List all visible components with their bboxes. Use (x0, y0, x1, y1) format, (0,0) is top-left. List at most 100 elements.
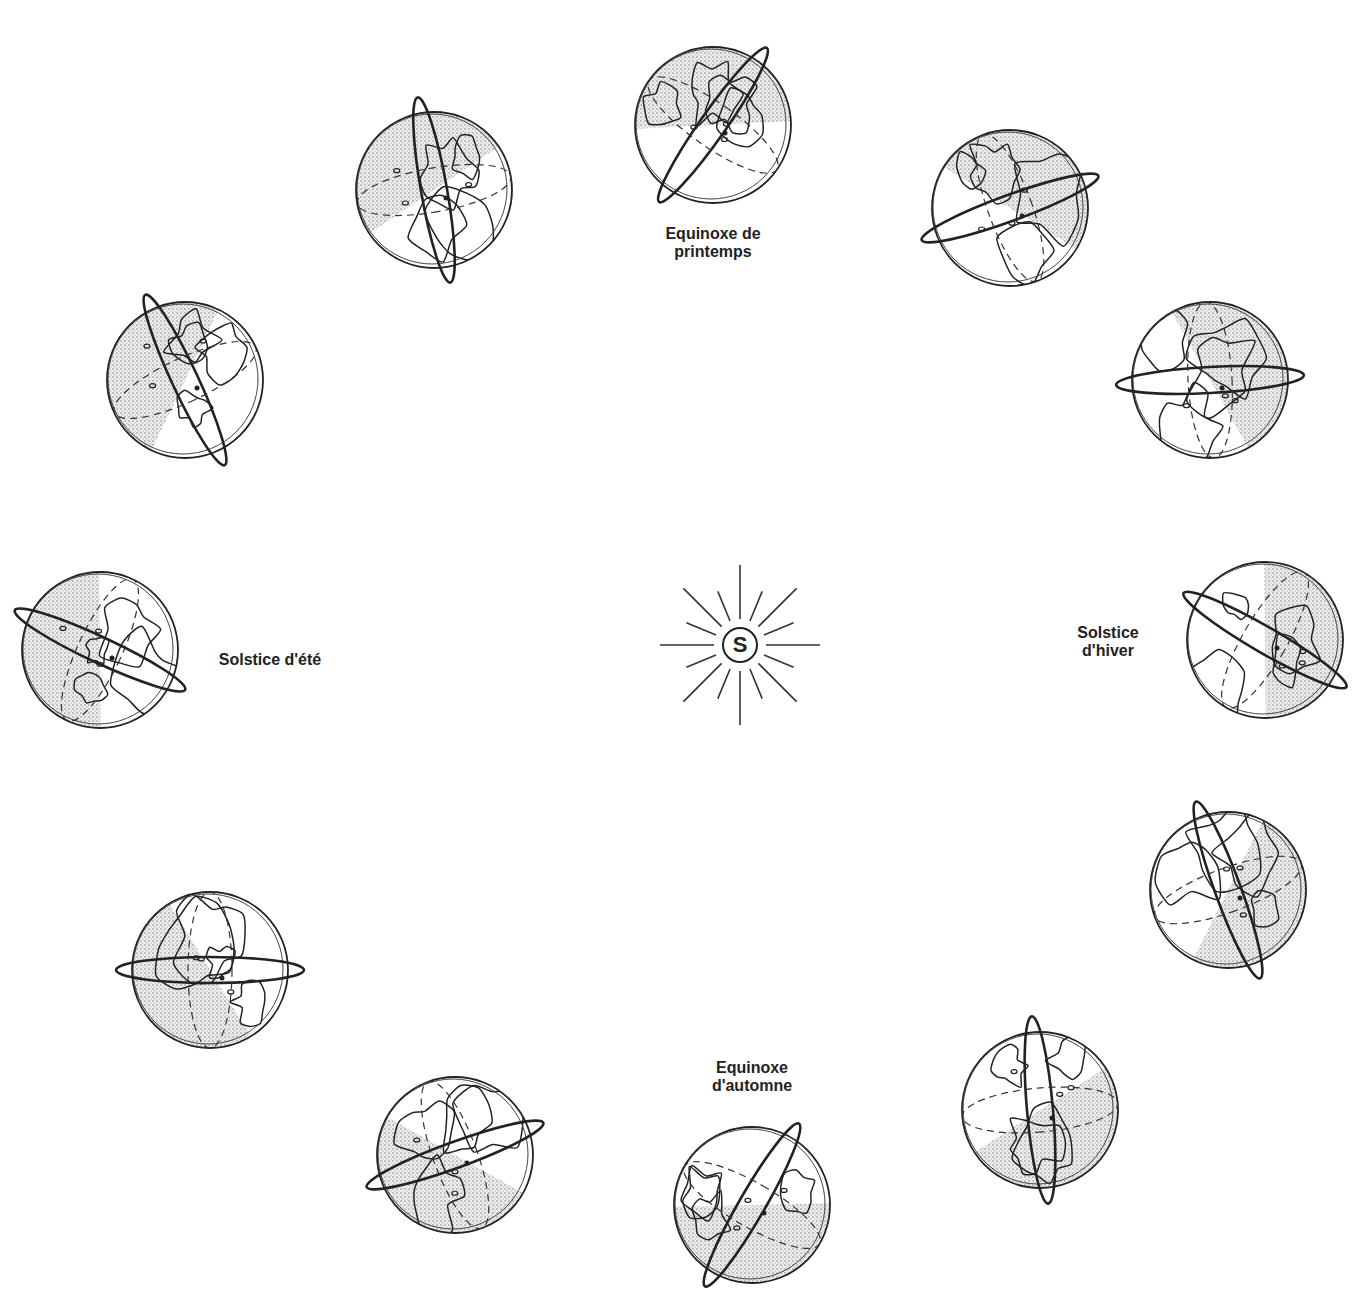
equator-ring (1115, 362, 1304, 398)
meridian-line (408, 1074, 503, 1236)
island (745, 1198, 751, 1202)
sun-ray (764, 623, 794, 635)
continent-outline (781, 1170, 815, 1214)
sun-ray (739, 565, 741, 619)
island (1240, 913, 1246, 917)
globe-outline (1151, 814, 1301, 964)
sun-ray (718, 591, 730, 621)
earth-globe (960, 1015, 1119, 1205)
earth-globe (1177, 561, 1353, 737)
continent-outline (1187, 337, 1255, 418)
island (721, 137, 727, 141)
island (1232, 399, 1238, 403)
continent-outline (195, 323, 247, 385)
sun-ray (660, 644, 714, 646)
sun-ray (750, 591, 762, 621)
continent-outline (1212, 806, 1279, 897)
island (734, 1226, 740, 1230)
continent-outline (173, 894, 245, 984)
continent-outline (970, 144, 1020, 204)
island (781, 1188, 787, 1192)
continent-outline (394, 1101, 455, 1159)
sun-ray (686, 655, 716, 667)
season-label: Solstice d'été (214, 651, 326, 669)
location-dot (1220, 386, 1225, 391)
continent-outline (681, 1165, 722, 1221)
meridian-line (1184, 301, 1236, 459)
sun-symbol: S (733, 634, 748, 656)
equator-ring (9, 598, 190, 701)
globe-outline (23, 574, 173, 724)
globe-outline (133, 894, 283, 1044)
globe-outline (674, 1127, 830, 1283)
night-shading (635, 47, 791, 129)
globe-outline (635, 47, 791, 203)
continent-outline (1251, 891, 1278, 927)
equator-ring (694, 1117, 811, 1293)
earth-globe (917, 127, 1103, 289)
globe-outline (107, 302, 263, 458)
globe-disc (932, 130, 1088, 286)
continent-outline (99, 598, 160, 667)
equator-ring (1177, 582, 1353, 699)
island (394, 169, 400, 173)
globe-outline (932, 130, 1088, 286)
earth-globe (353, 95, 514, 285)
globe-outline (378, 1079, 528, 1229)
globe-outline (636, 49, 786, 199)
night-shading (132, 904, 251, 1048)
island (1237, 866, 1243, 870)
globe-outline (132, 892, 288, 1048)
sun-rays (660, 565, 820, 725)
globe-disc (377, 1077, 533, 1233)
globe-disc (1150, 812, 1306, 968)
meridian-line (963, 127, 1058, 289)
globe-disc (1187, 562, 1343, 718)
globe-outline (108, 304, 258, 454)
sun-ray (766, 644, 820, 646)
continent-outline (991, 1044, 1028, 1087)
equator-ring (648, 41, 777, 210)
globe-outline (933, 132, 1083, 282)
globe-disc (1132, 302, 1288, 458)
equator-ring (917, 164, 1103, 253)
island (200, 339, 206, 343)
equator-ring (116, 957, 304, 983)
sun-ray (758, 663, 796, 701)
location-dot (1238, 896, 1243, 901)
continent-outline (453, 1086, 523, 1153)
globe-outline (1133, 304, 1283, 454)
continent-outline (1010, 1118, 1065, 1175)
island (144, 344, 150, 348)
location-dot (110, 656, 115, 661)
night-shading (1264, 562, 1343, 718)
globe-outline (675, 1129, 825, 1279)
meridian-line (636, 62, 789, 188)
earth-globe (105, 289, 265, 470)
globe-disc (107, 302, 263, 458)
sun-ray (739, 671, 741, 725)
continent-outline (206, 946, 235, 978)
sun-ray (758, 588, 796, 626)
earth-globe (1147, 797, 1309, 983)
night-shading (674, 1203, 830, 1283)
earth-globe (116, 892, 304, 1048)
equator-ring (362, 1111, 548, 1200)
island (452, 1191, 458, 1195)
sun-circle: S (722, 627, 758, 663)
continent-outline (74, 672, 108, 703)
continent-outline (1186, 318, 1266, 399)
location-dot (195, 386, 200, 391)
sun-ray (683, 588, 721, 626)
island (1057, 1092, 1063, 1096)
globe-outline (1132, 302, 1288, 458)
location-dot (1275, 646, 1280, 651)
season-label: Solstice d'hiver (1052, 624, 1164, 659)
island (402, 201, 408, 205)
meridian-line (1207, 561, 1323, 718)
globe-outline (962, 1032, 1118, 1188)
continent-outline (86, 637, 109, 665)
season-label: Equinoxe de printemps (657, 225, 769, 260)
sun-ray (718, 669, 730, 699)
equator-ring (405, 95, 463, 285)
